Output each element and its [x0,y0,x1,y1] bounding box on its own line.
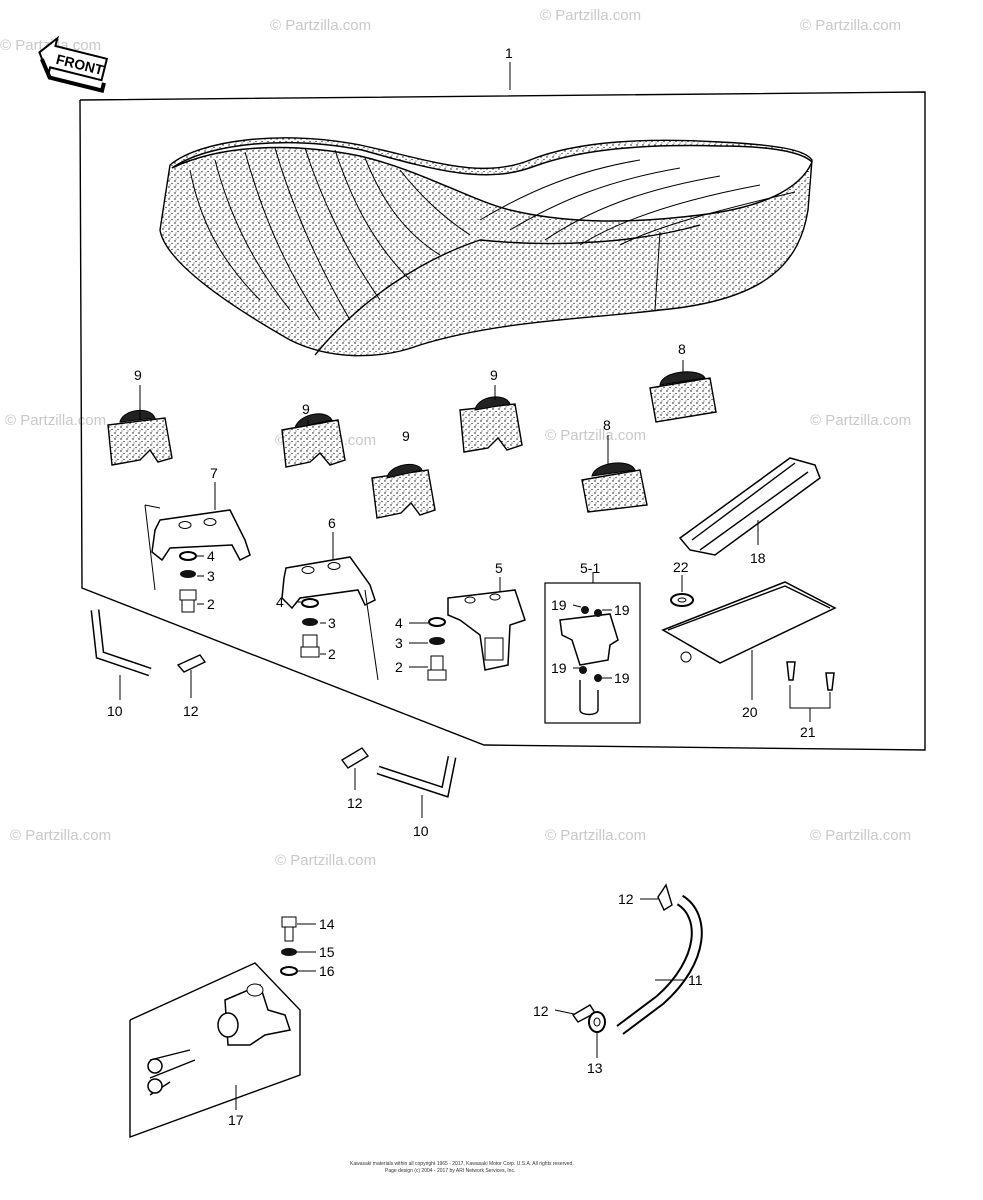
callout-9: 9 [302,401,310,417]
assembly-outline [79,62,926,751]
callout-20: 20 [742,704,758,720]
callout-10: 10 [107,703,123,719]
hose-11 [616,894,703,1035]
callout-5-1: 5-1 [580,560,600,576]
watermark-text: © Partzilla.com [810,827,911,844]
hardware-stack-c [427,617,447,681]
callout-5: 5 [495,560,503,576]
hardware-stack-b [300,598,320,658]
damper-9-a [107,409,173,466]
callout-4: 4 [207,548,215,564]
callout-1: 1 [505,45,513,61]
callout-4: 4 [276,594,284,610]
hinge-6 [281,556,379,681]
footer: Kawasaki materials within all copyright … [350,1161,574,1174]
watermark-text: © Partzilla.com [810,412,911,429]
callout-19: 19 [614,602,630,618]
hose-10-a [90,609,152,700]
callout-2: 2 [207,596,215,612]
strap-18 [678,457,821,556]
hardware-stack-a [179,551,197,613]
callout-14: 14 [319,916,335,932]
bracket-5-1 [544,572,641,724]
watermark-text: © Partzilla.com [270,17,371,34]
hinge-7 [144,504,251,591]
leader-lines [139,360,759,1015]
callout-9: 9 [402,428,410,444]
watermark-text: © Partzilla.com [800,17,901,34]
damper-9-b [281,413,346,468]
footer-page-design: Page design (c) 2004 - 2017 by ARI Netwo… [385,1168,515,1174]
callout-10: 10 [413,823,429,839]
bracket-5 [447,589,526,671]
callout-9: 9 [134,367,142,383]
callout-12: 12 [533,1003,549,1019]
damper-9-c [459,396,523,453]
callout-16: 16 [319,963,335,979]
callout-19: 19 [551,597,567,613]
watermark-text: © Partzilla.com [545,427,646,444]
hose-10-b [376,756,457,818]
footer-copyright: Kawasaki materials within all copyright … [350,1161,574,1167]
watermarks: © Partzilla.com © Partzilla.com © Partzi… [0,7,911,869]
callout-8: 8 [678,341,686,357]
callout-12: 12 [347,795,363,811]
clip-12-c [657,883,673,912]
callout-2: 2 [328,646,336,662]
seat [159,137,813,357]
callout-3: 3 [207,568,215,584]
screws-21 [786,661,835,722]
callout-2: 2 [395,659,403,675]
clip-12-b [340,747,370,790]
clip-12-a [176,654,207,698]
watermark-text: © Partzilla.com [275,852,376,869]
callout-11: 11 [688,972,703,988]
watermark-text: © Partzilla.com [540,7,641,24]
lock-17 [129,962,301,1139]
callout-18: 18 [750,550,766,566]
callout-3: 3 [328,615,336,631]
callout-9: 9 [490,367,498,383]
watermark-text: © Partzilla.com [545,827,646,844]
grommet-13 [588,1011,606,1058]
callout-6: 6 [328,515,336,531]
bolt-14 [281,916,297,942]
washer-16 [280,966,298,976]
callout-12: 12 [618,891,634,907]
grommet-22 [670,593,694,607]
callout-22: 22 [673,559,689,575]
callout-21: 21 [800,724,816,740]
damper-9-d [371,463,436,519]
callout-8: 8 [603,417,611,433]
callout-3: 3 [395,635,403,651]
callout-15: 15 [319,944,335,960]
damper-8-b [581,462,648,513]
washer-15 [281,948,297,956]
watermark-text: © Partzilla.com [10,827,111,844]
callout-7: 7 [210,465,218,481]
front-arrow: FRONT [38,35,109,94]
callout-labels: 1 9 9 9 9 8 8 7 6 5 5-1 4 3 2 4 3 2 4 3 … [107,45,816,1128]
watermark-text: © Partzilla.com [5,412,106,429]
callout-19: 19 [551,660,567,676]
tray-20 [661,581,837,700]
callout-12: 12 [183,703,199,719]
callout-4: 4 [395,615,403,631]
callout-13: 13 [587,1060,603,1076]
callout-17: 17 [228,1112,244,1128]
damper-8-a [649,371,717,423]
callout-19: 19 [614,670,630,686]
